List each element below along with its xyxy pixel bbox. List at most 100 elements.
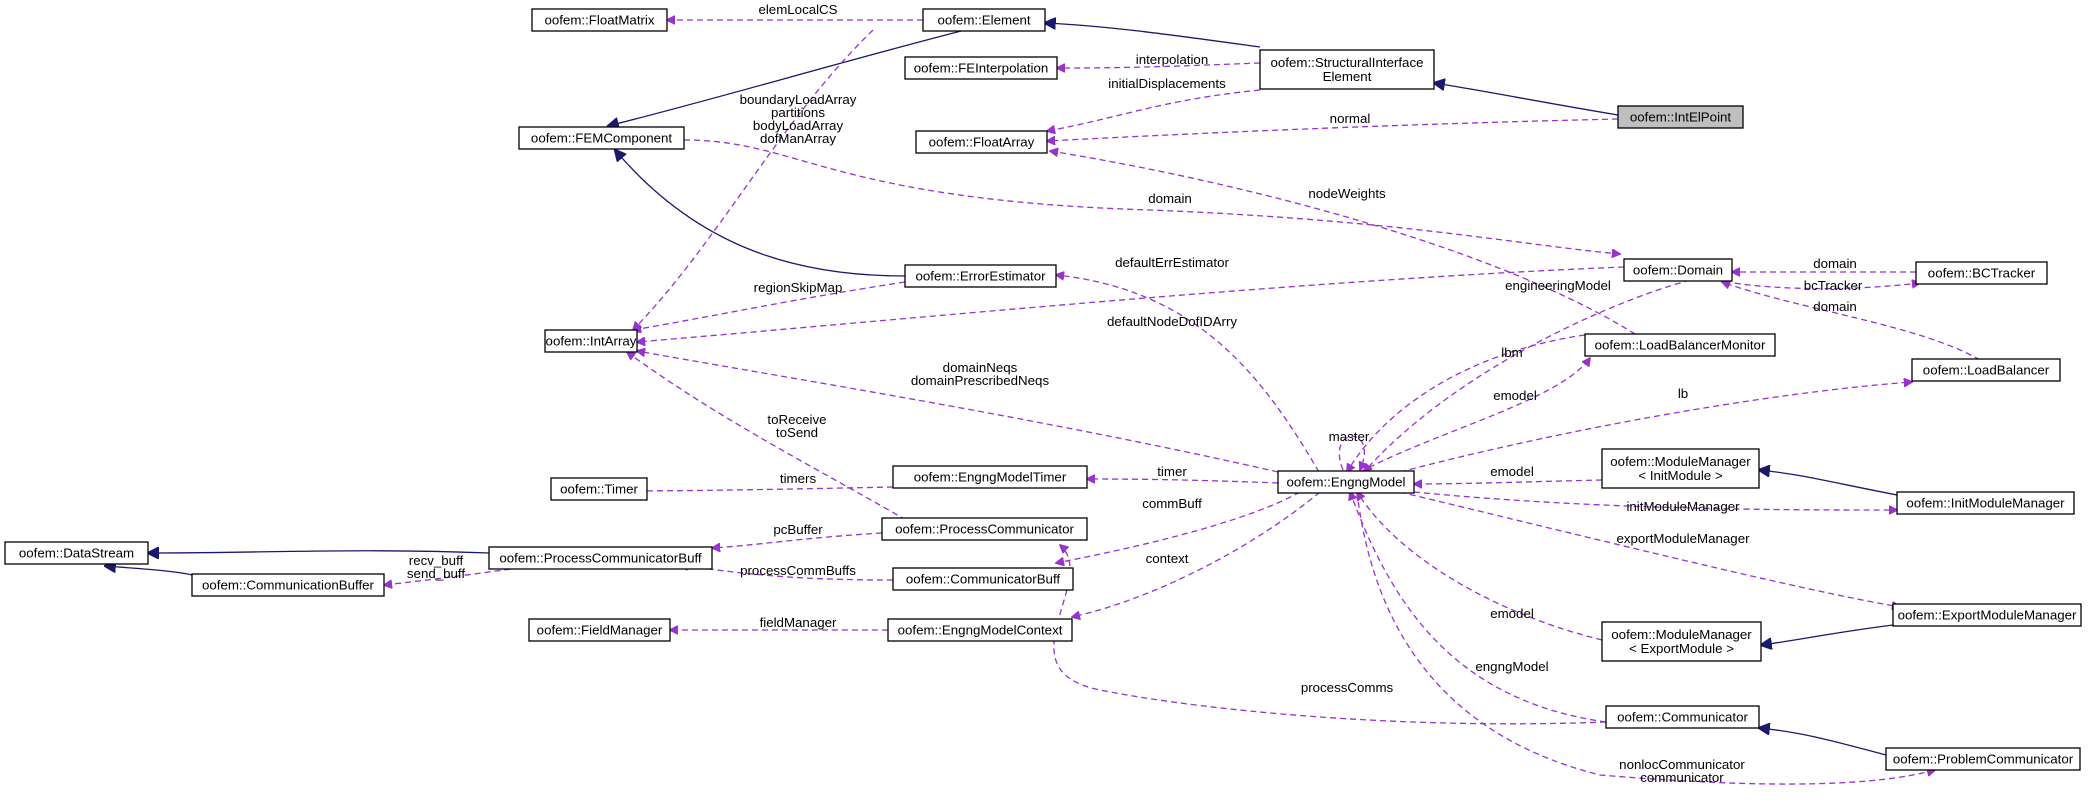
edge-label-line: bodyLoadArray — [753, 118, 844, 133]
node-engngmodeltimer[interactable]: oofem::EngngModelTimer — [892, 465, 1088, 489]
edge-label-line: domain — [1813, 256, 1857, 271]
edge-engngmodel-mm-init — [1414, 479, 1603, 484]
edge-label-line: commBuff — [1142, 496, 1202, 511]
label-engngmodel: engngModel — [1475, 659, 1548, 674]
svg-text:oofem::EngngModel: oofem::EngngModel — [1286, 475, 1405, 490]
node-communicator[interactable]: oofem::Communicator — [1605, 705, 1760, 729]
label-bctracker: bcTracker — [1804, 278, 1863, 293]
node-label-line: oofem::BCTracker — [1928, 266, 2036, 281]
edge-femcomponent-domain — [683, 139, 1620, 254]
edge-label-line: toReceive — [767, 412, 826, 427]
node-errorestimator[interactable]: oofem::ErrorEstimator — [904, 264, 1057, 288]
edge-inteipoint-floatarray — [1047, 118, 1619, 141]
node-modulemanager-exportmodule[interactable]: oofem::ModuleManager< ExportModule > — [1601, 621, 1762, 662]
svg-text:oofem::ModuleManager< ExportMo: oofem::ModuleManager< ExportModule > — [1611, 627, 1752, 656]
edge-label-line: initModuleManager — [1626, 499, 1740, 514]
svg-text:oofem::LoadBalancerMonitor: oofem::LoadBalancerMonitor — [1595, 338, 1766, 353]
node-communicationbuffer[interactable]: oofem::CommunicationBuffer — [191, 573, 385, 597]
edge-initmodulemanager-inherits-mm-init — [1759, 470, 1898, 496]
label-normal: normal — [1330, 111, 1371, 126]
node-label-line: oofem::ModuleManager — [1611, 627, 1752, 642]
node-element[interactable]: oofem::Element — [922, 8, 1046, 32]
label-emodel-lbm: emodel — [1493, 388, 1537, 403]
node-engngmodelcontext[interactable]: oofem::EngngModelContext — [887, 618, 1073, 642]
node-floatarray[interactable]: oofem::FloatArray — [915, 130, 1048, 154]
edge-domain-bctracker — [1714, 280, 1920, 290]
edge-label-line: elemLocalCS — [758, 2, 837, 17]
svg-text:oofem::FieldManager: oofem::FieldManager — [537, 623, 663, 638]
node-loadbalancer[interactable]: oofem::LoadBalancer — [1911, 358, 2061, 382]
node-floatmatrix[interactable]: oofem::FloatMatrix — [531, 8, 668, 32]
label-exportmodulemanager: exportModuleManager — [1616, 531, 1750, 546]
node-datastream[interactable]: oofem::DataStream — [4, 541, 149, 565]
edge-label-line: domainPrescribedNeqs — [911, 373, 1050, 388]
node-label-line: oofem::FEInterpolation — [914, 61, 1049, 76]
label-processcomms: processComms — [1301, 680, 1394, 695]
node-label-line: oofem::Domain — [1633, 263, 1723, 278]
label-master: master — [1329, 429, 1370, 444]
edge-label-line: emodel — [1490, 464, 1534, 479]
edge-engngmodel-exportmodulemanager — [1399, 491, 1900, 607]
node-engngmodel[interactable]: oofem::EngngModel — [1277, 470, 1415, 494]
edge-label-line: interpolation — [1136, 52, 1208, 67]
edge-label-line: recv_buff — [409, 553, 464, 568]
edge-label-line: fieldManager — [760, 615, 837, 630]
node-intarray[interactable]: oofem::IntArray — [544, 329, 638, 353]
svg-text:oofem::CommunicationBuffer: oofem::CommunicationBuffer — [202, 578, 375, 593]
edge-label-line: communicator — [1640, 770, 1724, 785]
node-modulemanager-initmodule[interactable]: oofem::ModuleManager< InitModule > — [1601, 448, 1760, 489]
label-lbm: lbm — [1501, 345, 1522, 360]
node-label-line: oofem::StructuralInterface — [1271, 55, 1424, 70]
label-interpolation: interpolation — [1136, 52, 1208, 67]
label-loadbalancer-domain: domain — [1813, 299, 1857, 314]
node-label-line: oofem::FloatArray — [929, 135, 1035, 150]
svg-text:oofem::LoadBalancer: oofem::LoadBalancer — [1923, 363, 2050, 378]
label-bctracker-domain: domain — [1813, 256, 1857, 271]
label-regionskipmap: regionSkipMap — [754, 280, 843, 295]
edge-label-line: emodel — [1490, 606, 1534, 621]
edge-inteipoint-inherits-structinterface — [1434, 83, 1619, 116]
edge-engngmodel-initmodulemanager — [1413, 491, 1897, 510]
edge-engngmodeltimer-timer — [607, 486, 894, 491]
label-emodel-mm: emodel — [1490, 464, 1534, 479]
svg-text:oofem::Domain: oofem::Domain — [1633, 263, 1723, 278]
node-label-line: oofem::InitModuleManager — [1906, 496, 2065, 511]
node-domain[interactable]: oofem::Domain — [1623, 258, 1733, 282]
node-femcomponent[interactable]: oofem::FEMComponent — [518, 126, 685, 150]
label-initmodulemanager: initModuleManager — [1626, 499, 1740, 514]
node-processcommunicator[interactable]: oofem::ProcessCommunicator — [881, 517, 1088, 541]
node-loadbalancermonitor[interactable]: oofem::LoadBalancerMonitor — [1584, 333, 1776, 357]
node-timer[interactable]: oofem::Timer — [550, 477, 648, 501]
edge-processcommunicator-intarray — [627, 352, 907, 521]
label-commbuff: commBuff — [1142, 496, 1202, 511]
node-processcommunicatorbuff[interactable]: oofem::ProcessCommunicatorBuff — [488, 546, 713, 570]
edge-element-intarray — [633, 29, 874, 330]
node-inteipoint[interactable]: oofem::IntElPoint — [1617, 105, 1744, 129]
node-communicatorbuff[interactable]: oofem::CommunicatorBuff — [892, 567, 1074, 591]
node-problemcommunicator[interactable]: oofem::ProblemCommunicator — [1885, 747, 2081, 771]
edge-loadbalancermonitor-floatarray — [1050, 151, 1653, 346]
label-engineeringmodel: engineeringModel — [1505, 278, 1611, 293]
edge-communicator-processcommunicator — [1053, 545, 1607, 725]
node-bctracker[interactable]: oofem::BCTracker — [1915, 261, 2048, 285]
node-initmodulemanager[interactable]: oofem::InitModuleManager — [1896, 491, 2075, 515]
node-fieldmanager[interactable]: oofem::FieldManager — [528, 618, 671, 642]
label-timer: timer — [1157, 464, 1187, 479]
node-label-line: oofem::IntElPoint — [1630, 110, 1732, 125]
edge-communicationbuffer-inherits-datastream — [105, 566, 193, 576]
edge-label-line: domainNeqs — [943, 360, 1018, 375]
edge-label-line: processComms — [1301, 680, 1394, 695]
node-feinterpolation[interactable]: oofem::FEInterpolation — [904, 56, 1058, 80]
node-exportmodulemanager[interactable]: oofem::ExportModuleManager — [1892, 603, 2082, 627]
node-label-line: oofem::FEMComponent — [531, 131, 672, 146]
svg-text:oofem::IntElPoint: oofem::IntElPoint — [1630, 110, 1732, 125]
edge-domain-intarray — [637, 266, 1625, 342]
label-defaulterrestimator: defaultErrEstimator — [1115, 255, 1229, 270]
edge-label-line: dofManArray — [760, 131, 836, 146]
edge-problemcommunicator-inherits-communicator — [1759, 728, 1887, 756]
